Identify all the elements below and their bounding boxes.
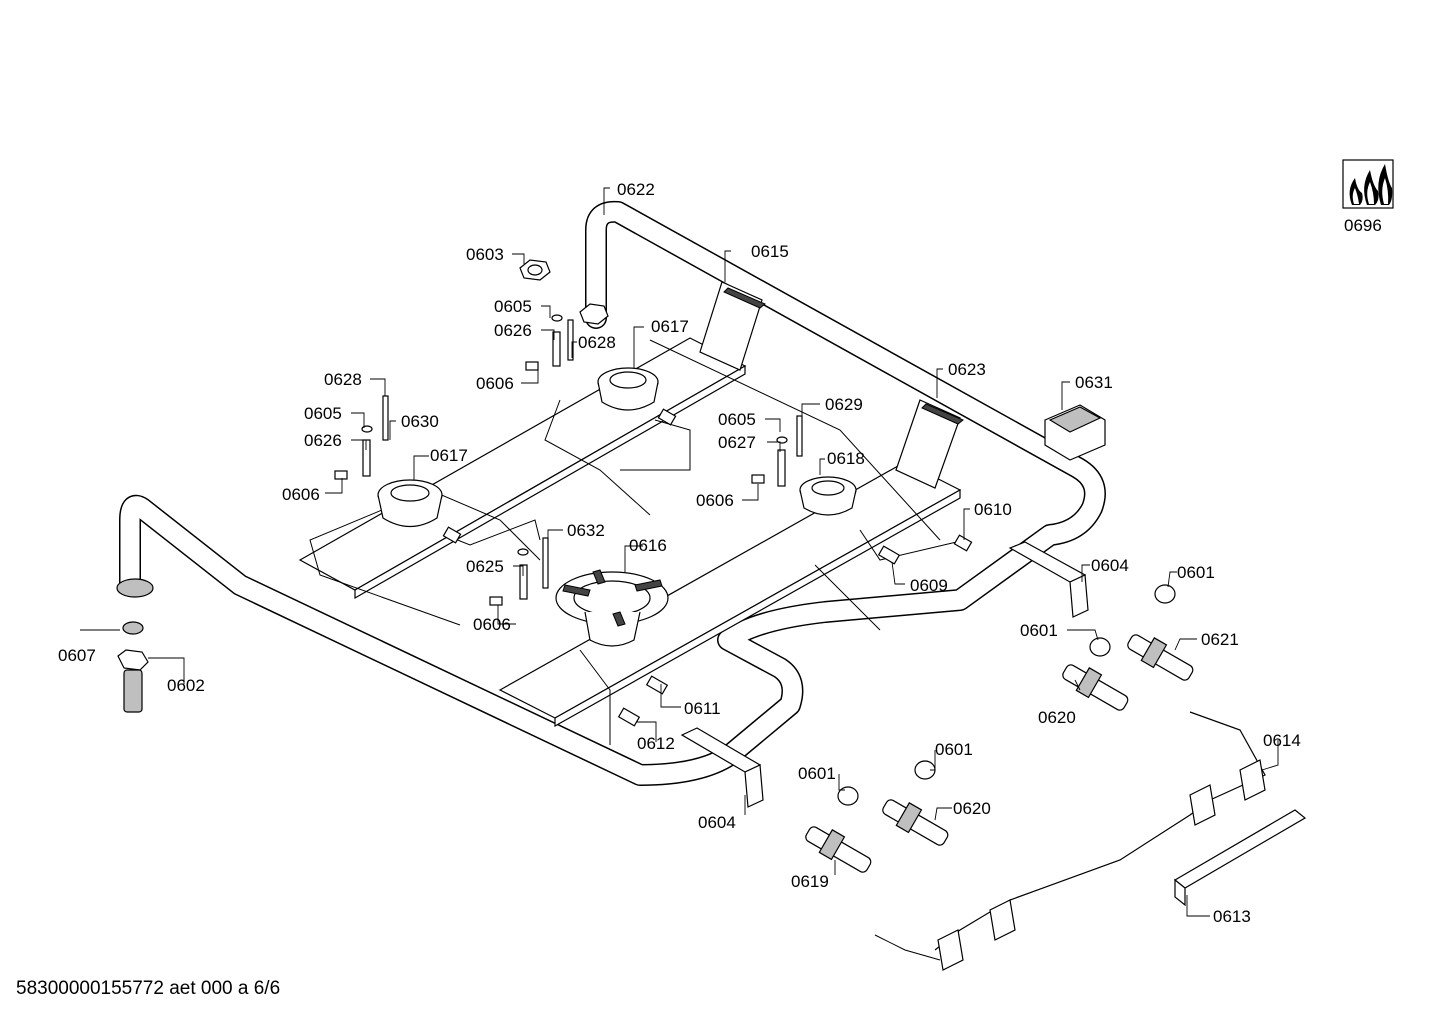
- burner-0616-wok: [555, 569, 669, 647]
- part-labels: 0622 0603 0615 0605 0626 0628 0617 0606 …: [58, 180, 1301, 926]
- label-0606: 0606: [282, 485, 320, 504]
- electrodes: [334, 314, 803, 606]
- label-0605: 0605: [494, 297, 532, 316]
- label-0629: 0629: [825, 395, 863, 414]
- label-0601: 0601: [1177, 563, 1215, 582]
- label-0604: 0604: [1091, 556, 1129, 575]
- label-0610: 0610: [974, 500, 1012, 519]
- label-0630: 0630: [401, 412, 439, 431]
- cover-strip-0613: [1173, 809, 1307, 907]
- label-0614: 0614: [1263, 731, 1301, 750]
- gas-pipe-frame: [116, 200, 1106, 786]
- bracket-0604-front: [680, 727, 764, 808]
- burner-0618-right: [799, 476, 857, 516]
- gas-flames-icon: [1342, 159, 1394, 209]
- label-0606: 0606: [696, 491, 734, 510]
- nuts-0601: [837, 584, 1176, 806]
- label-0619: 0619: [791, 872, 829, 891]
- label-0632: 0632: [567, 521, 605, 540]
- support-bracket-0623: [895, 399, 964, 489]
- inlet-connector: [117, 621, 149, 713]
- label-0626: 0626: [494, 321, 532, 340]
- label-0603: 0603: [466, 245, 504, 264]
- label-0609: 0609: [910, 576, 948, 595]
- label-0617: 0617: [651, 317, 689, 336]
- gas-taps: [805, 634, 1194, 873]
- burner-0617-rear: [597, 367, 659, 411]
- label-0601: 0601: [1020, 621, 1058, 640]
- label-0618: 0618: [827, 449, 865, 468]
- label-0606: 0606: [476, 374, 514, 393]
- label-0615: 0615: [751, 242, 789, 261]
- nut-0603: [519, 259, 551, 281]
- wiring: [309, 339, 966, 745]
- fittings: [442, 408, 973, 727]
- label-0606: 0606: [473, 615, 511, 634]
- label-0631: 0631: [1075, 373, 1113, 392]
- label-0621: 0621: [1201, 630, 1239, 649]
- label-0620: 0620: [953, 799, 991, 818]
- burner-0617-left: [377, 479, 443, 528]
- label-0601: 0601: [798, 764, 836, 783]
- label-0628: 0628: [578, 333, 616, 352]
- bracket-0604-right: [1008, 541, 1089, 618]
- label-0613: 0613: [1213, 907, 1251, 926]
- label-0607: 0607: [58, 646, 96, 665]
- pipe-nut-0622: [579, 303, 609, 325]
- label-0611: 0611: [684, 699, 721, 718]
- label-0626: 0626: [304, 431, 342, 450]
- label-0625: 0625: [466, 557, 504, 576]
- burner-rail-front: [498, 461, 962, 728]
- label-0623: 0623: [948, 360, 986, 379]
- label-0605: 0605: [304, 404, 342, 423]
- ignition-module-0631: [1044, 404, 1106, 461]
- label-0622: 0622: [617, 180, 655, 199]
- label-0616: 0616: [629, 536, 667, 555]
- symbol-label-0696: 0696: [1344, 216, 1382, 235]
- document-code: 58300000155772 aet 000 a 6/6: [16, 978, 281, 999]
- switch-harness-0614: [874, 711, 1266, 971]
- label-0627: 0627: [718, 433, 756, 452]
- label-0605: 0605: [718, 410, 756, 429]
- label-0602: 0602: [167, 676, 205, 695]
- leader-lines: [80, 187, 1279, 917]
- label-0604: 0604: [698, 813, 736, 832]
- label-0628: 0628: [324, 370, 362, 389]
- support-bracket-0615: [699, 281, 766, 371]
- label-0612: 0612: [637, 734, 675, 753]
- label-0617: 0617: [430, 446, 468, 465]
- label-0601: 0601: [935, 740, 973, 759]
- label-0620: 0620: [1038, 708, 1076, 727]
